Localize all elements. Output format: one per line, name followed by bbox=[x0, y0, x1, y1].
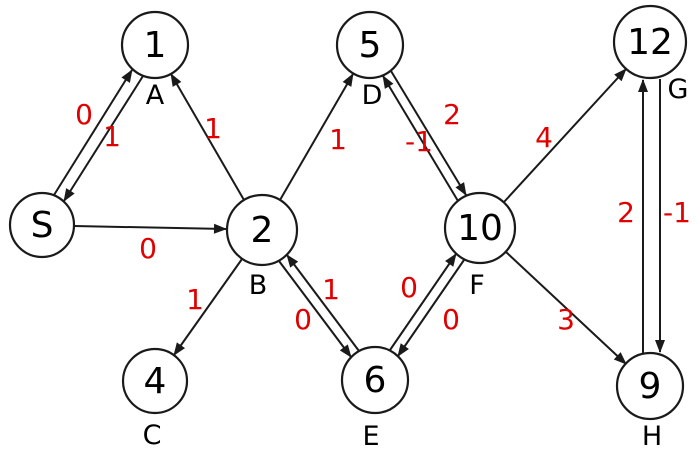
node-12-sublabel: G bbox=[668, 74, 689, 105]
edge-10-6-weight: 0 bbox=[442, 303, 460, 336]
node-10-sublabel: F bbox=[469, 270, 485, 301]
node-4-sublabel: C bbox=[143, 420, 162, 449]
edge-2-6-line bbox=[278, 260, 352, 358]
edge-2-5-weight: 1 bbox=[329, 123, 347, 156]
edge-S-1-line bbox=[53, 69, 133, 196]
edge-10-6-line bbox=[397, 259, 465, 357]
edge-2-4-weight: 1 bbox=[186, 283, 204, 316]
node-5-sublabel: D bbox=[362, 80, 383, 111]
node-12-circle bbox=[612, 4, 688, 80]
node-10-label: 10 bbox=[457, 208, 503, 249]
node-5-circle bbox=[335, 10, 405, 80]
node-6-label: 6 bbox=[364, 360, 387, 401]
edge-12-9-weight: -1 bbox=[663, 196, 691, 229]
edge-2-1: 1 bbox=[170, 73, 245, 201]
node-2-label: 2 bbox=[251, 210, 274, 251]
node-4-circle bbox=[121, 347, 189, 415]
edge-2-1-weight: 1 bbox=[204, 112, 222, 145]
edge-5-10-line bbox=[390, 70, 467, 196]
edge-10-6: 0 bbox=[397, 259, 465, 357]
edge-9-12: 2 bbox=[617, 79, 648, 353]
edge-S-2-line bbox=[73, 223, 227, 234]
node-2-circle bbox=[225, 193, 299, 267]
edge-12-9: -1 bbox=[655, 79, 691, 353]
edge-1-S-line bbox=[63, 75, 144, 202]
edge-S-2-weight: 0 bbox=[139, 232, 157, 265]
edge-10-12-line bbox=[503, 68, 627, 203]
node-4-label: 4 bbox=[144, 361, 167, 402]
node-1-sublabel: A bbox=[146, 80, 165, 111]
edge-5-10-weight: 2 bbox=[443, 98, 461, 131]
edge-10-5: -1 bbox=[382, 75, 459, 202]
edge-S-1-weight: 0 bbox=[75, 98, 93, 131]
edge-2-4-line bbox=[173, 258, 243, 356]
node-2: 2 B bbox=[225, 193, 299, 301]
edge-6-10: 0 bbox=[389, 253, 457, 351]
node-S-label: S bbox=[31, 205, 54, 246]
edge-2-6-weight: 0 bbox=[294, 303, 312, 336]
edge-10-9: 3 bbox=[505, 251, 627, 365]
edge-6-10-line bbox=[389, 253, 457, 351]
edge-6-10-weight: 0 bbox=[400, 271, 418, 304]
node-9: 9 H bbox=[615, 351, 685, 449]
node-6-circle bbox=[340, 345, 410, 415]
edge-10-12-weight: 4 bbox=[535, 121, 553, 154]
edge-10-9-weight: 3 bbox=[557, 303, 575, 336]
nodes: 1 A 5 D 12 G S 2 B 10 F 4 bbox=[8, 4, 689, 449]
node-10: 10 F bbox=[443, 191, 517, 301]
node-1-label: 1 bbox=[144, 25, 167, 66]
edge-10-9-line bbox=[505, 251, 627, 365]
edge-2-5-line bbox=[279, 73, 354, 201]
node-5-label: 5 bbox=[359, 25, 382, 66]
edge-2-6: 0 bbox=[278, 260, 352, 358]
node-6-sublabel: E bbox=[362, 421, 379, 449]
edge-2-4: 1 bbox=[173, 258, 243, 356]
node-9-label: 9 bbox=[639, 366, 662, 407]
node-9-circle bbox=[615, 351, 685, 421]
edge-6-2-line bbox=[286, 254, 360, 352]
edge-5-10: 2 bbox=[390, 70, 467, 196]
edge-6-2-weight: 1 bbox=[322, 273, 340, 306]
node-12: 12 G bbox=[612, 4, 689, 105]
node-1-circle bbox=[120, 10, 190, 80]
node-6: 6 E bbox=[340, 345, 410, 449]
edge-9-12-weight: 2 bbox=[617, 196, 635, 229]
node-5: 5 D bbox=[335, 10, 405, 111]
node-4: 4 C bbox=[121, 347, 189, 449]
edge-1-S-weight: 1 bbox=[103, 120, 121, 153]
edge-6-2: 1 bbox=[286, 254, 360, 352]
edge-10-12: 4 bbox=[503, 68, 627, 203]
edge-1-S: 1 bbox=[63, 75, 144, 202]
node-10-circle bbox=[443, 191, 517, 265]
edge-10-5-line bbox=[382, 75, 459, 202]
edges: 0 1 1 0 1 1 1 0 bbox=[53, 68, 691, 365]
node-S: S bbox=[8, 191, 76, 259]
edge-S-1: 0 bbox=[53, 69, 133, 196]
edge-2-5: 1 bbox=[279, 73, 354, 201]
node-12-label: 12 bbox=[627, 22, 673, 63]
edge-2-1-line bbox=[170, 73, 245, 201]
node-2-sublabel: B bbox=[249, 270, 268, 301]
node-9-sublabel: H bbox=[642, 421, 662, 449]
edge-S-2: 0 bbox=[73, 223, 227, 265]
node-1: 1 A bbox=[120, 10, 190, 111]
node-S-circle bbox=[8, 191, 76, 259]
edge-10-5-weight: -1 bbox=[405, 125, 433, 158]
